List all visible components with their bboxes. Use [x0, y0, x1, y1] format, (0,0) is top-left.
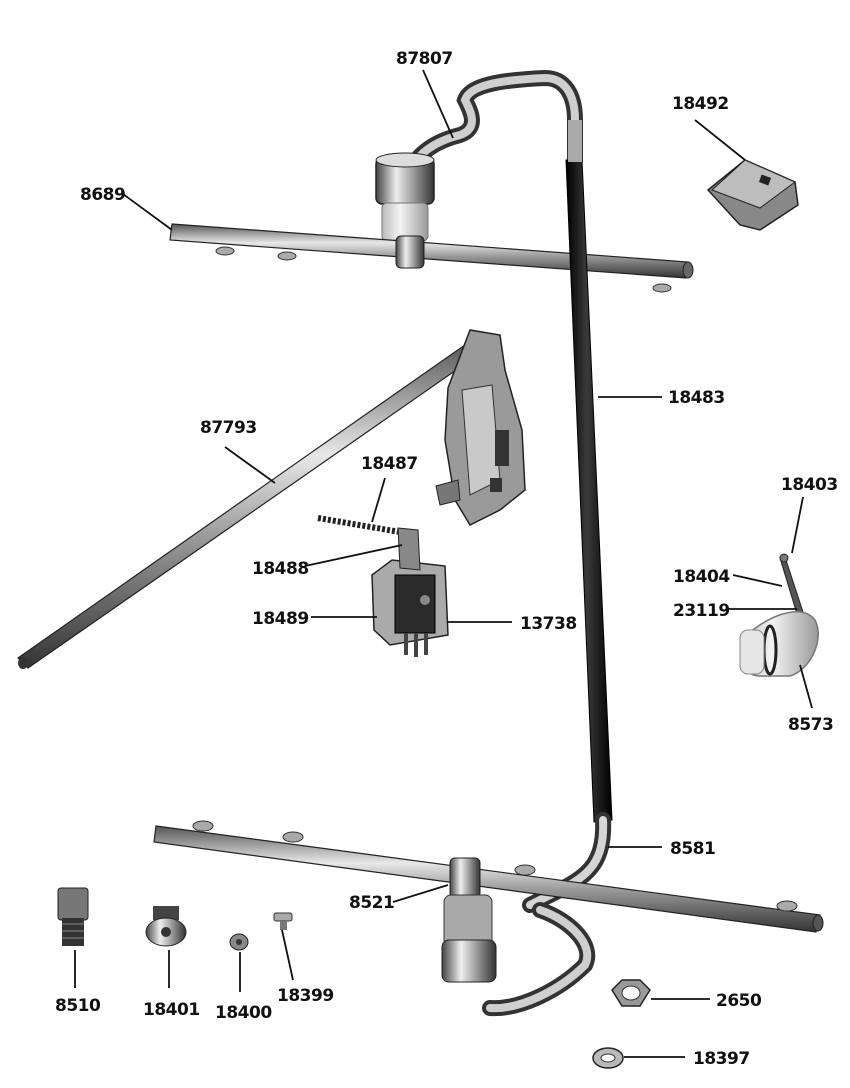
label-8689: 8689 — [80, 185, 125, 205]
screw-part — [273, 912, 293, 930]
hex-nut-part — [611, 979, 651, 1007]
label-18400: 18400 — [215, 1003, 272, 1023]
washer-part — [592, 1047, 624, 1069]
lower-wash-arm-part — [153, 820, 824, 933]
label-18403: 18403 — [781, 475, 838, 495]
upper-wash-arm-part — [169, 223, 694, 293]
label-8581: 8581 — [670, 839, 715, 859]
upper-connector-part — [375, 69, 583, 242]
label-87807: 87807 — [396, 49, 453, 69]
label-2650: 2650 — [716, 991, 762, 1011]
label-18487: 18487 — [361, 454, 418, 474]
leader-lines — [74, 69, 813, 1058]
rod-bracket-part — [435, 329, 526, 526]
label-8521: 8521 — [349, 893, 394, 913]
label-18489: 18489 — [252, 609, 309, 629]
label-18483: 18483 — [668, 388, 725, 408]
lower-hub-part — [441, 857, 596, 1017]
label-87793: 87793 — [200, 418, 257, 438]
label-8510: 8510 — [55, 996, 101, 1016]
spring-part — [317, 515, 401, 535]
label-18401: 18401 — [143, 1000, 200, 1020]
label-18404: 18404 — [673, 567, 730, 587]
nut-small-part — [229, 933, 249, 951]
plug-bolt-part — [145, 906, 187, 947]
label-18397: 18397 — [693, 1049, 750, 1069]
elbow-assembly-part — [739, 553, 819, 677]
fitting-part — [57, 887, 89, 946]
label-18492: 18492 — [672, 94, 729, 114]
supply-tube-part — [565, 120, 613, 823]
clip-part — [706, 159, 799, 231]
label-18488: 18488 — [252, 559, 309, 579]
label-23119: 23119 — [673, 601, 730, 621]
label-8573: 8573 — [788, 715, 833, 735]
label-13738: 13738 — [520, 614, 577, 634]
label-18399: 18399 — [277, 986, 334, 1006]
switch-assembly-part — [371, 527, 449, 657]
